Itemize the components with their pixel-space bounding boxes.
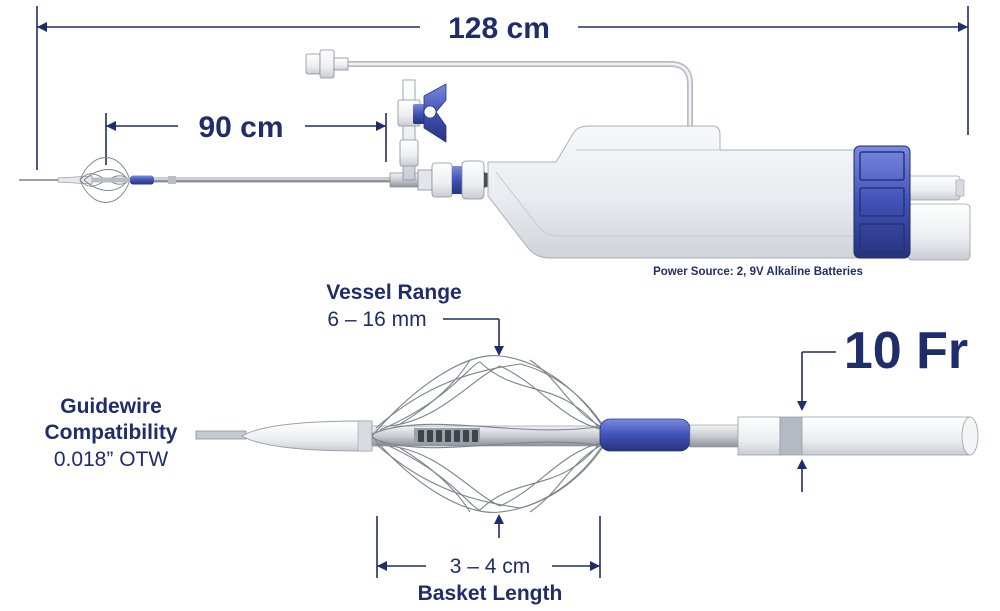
- guidewire-callout: Guidewire Compatibility 0.018” OTW: [44, 395, 177, 471]
- handle-body: [487, 125, 971, 261]
- guidewire-title-line1: Guidewire: [60, 395, 162, 418]
- outer-sheath: [801, 416, 971, 456]
- guidewire-title-line2: Compatibility: [44, 421, 177, 444]
- working-length-dimension: 90 cm: [105, 111, 387, 165]
- guidewire-value: 0.018” OTW: [54, 448, 169, 471]
- guidewire: [195, 430, 247, 440]
- marker-band: [599, 418, 691, 452]
- basket-length-title: Basket Length: [418, 582, 563, 605]
- vessel-range-title: Vessel Range: [326, 281, 461, 304]
- french-size-callout: 10 Fr: [797, 322, 968, 492]
- overall-length-dimension: 128 cm: [36, 6, 969, 170]
- working-length-label: 90 cm: [198, 111, 283, 144]
- power-source-label: Power Source: 2, 9V Alkaline Batteries: [653, 266, 863, 278]
- retrieval-basket: [371, 355, 607, 513]
- catheter-tip-detail: [195, 355, 979, 513]
- basket-length-callout: 3 – 4 cm Basket Length: [376, 514, 601, 605]
- stopcock: [397, 79, 447, 181]
- vessel-range-value: 6 – 16 mm: [327, 308, 426, 331]
- french-size-label: 10 Fr: [844, 322, 968, 380]
- catheter-overview: [19, 157, 496, 203]
- overall-length-label: 128 cm: [448, 12, 550, 45]
- sheath-marker: [779, 416, 803, 456]
- handle-end-cap: [853, 145, 911, 259]
- nose-cone: [241, 420, 373, 452]
- coil-segment: [414, 428, 480, 444]
- basket-length-value: 3 – 4 cm: [450, 555, 531, 578]
- flush-line: [305, 49, 693, 130]
- vessel-range-callout: Vessel Range 6 – 16 mm: [326, 281, 504, 356]
